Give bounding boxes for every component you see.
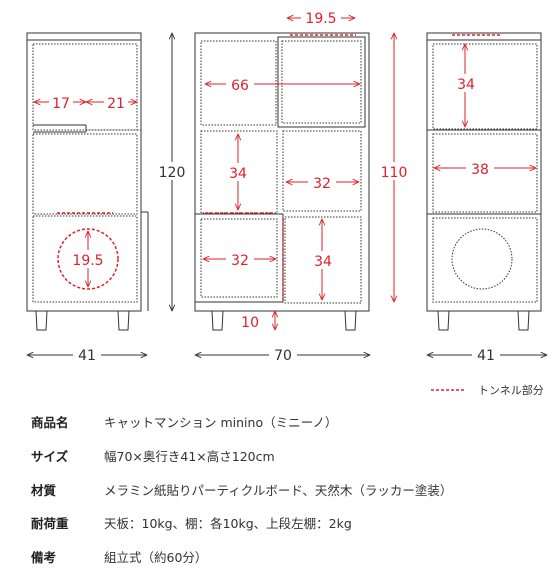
- spec-label: 備考: [31, 550, 57, 565]
- back-body-outline: [426, 32, 542, 312]
- spec-value: キャットマンション minino（ミニーノ）: [104, 415, 338, 430]
- side-top-left-label: 17: [52, 96, 70, 112]
- side-top-right-label: 21: [107, 96, 125, 112]
- legend: トンネル部分: [431, 383, 544, 395]
- side-lower-box: [32, 215, 138, 303]
- side-tunnel-label: 19.5: [72, 253, 103, 269]
- spec-row-name: 商品名 キャットマンション minino（ミニーノ）: [0, 412, 560, 432]
- spec-row-notes: 備考 組立式（約60分）: [0, 547, 560, 567]
- spec-value: 幅70×奥行き41×高さ120cm: [104, 449, 275, 464]
- back-round-opening: [451, 228, 513, 290]
- spec-row-size: サイズ 幅70×奥行き41×高さ120cm: [0, 446, 560, 466]
- spec-label: サイズ: [31, 449, 69, 464]
- front-cell-c-label: 32: [313, 176, 331, 192]
- side-tunnel-circle: [57, 228, 119, 290]
- side-leg-right: [117, 310, 130, 331]
- front-cell-d-label: 32: [231, 253, 249, 269]
- front-inner-height-label: 110: [381, 165, 408, 181]
- front-body-outline: [194, 32, 370, 312]
- front-leg-right: [344, 310, 357, 331]
- spec-row-load: 耐荷重 天板：10kg、棚：各10kg、上段左棚：2kg: [0, 513, 560, 533]
- side-depth-label: 41: [78, 348, 96, 364]
- back-leg-left: [437, 310, 450, 331]
- front-cell-top-right: [277, 36, 366, 128]
- side-middle-box: [32, 133, 138, 215]
- spec-value: 組立式（約60分）: [104, 550, 208, 565]
- front-height-label: 120: [159, 165, 186, 181]
- side-leg-left: [35, 310, 48, 331]
- legend-label: トンネル部分: [478, 383, 544, 395]
- side-body-outline: [26, 32, 142, 312]
- back-leg-right: [517, 310, 530, 331]
- side-view: [26, 32, 149, 331]
- side-upper-tunnel-box: [32, 43, 138, 131]
- back-upper-box: [432, 43, 538, 130]
- front-cell-mid-right: [282, 130, 362, 212]
- front-top-label: 19.5: [305, 11, 336, 27]
- front-cell-mid-left: [200, 130, 278, 214]
- back-depth-label: 41: [477, 348, 495, 364]
- back-view: [426, 32, 542, 331]
- front-leg-label: 10: [241, 315, 259, 331]
- spec-label: 材質: [31, 483, 57, 498]
- back-cell-a-label: 34: [457, 77, 475, 93]
- spec-value: メラミン紙貼りパーティクルボード、天然木（ラッカー塗装）: [104, 483, 453, 498]
- front-leg-left: [211, 310, 224, 331]
- spec-label: 商品名: [31, 415, 69, 430]
- front-cell-e-label: 34: [314, 254, 332, 270]
- spec-value: 天板：10kg、棚：各10kg、上段左棚：2kg: [104, 516, 352, 531]
- back-lower-box: [432, 217, 538, 303]
- back-cell-b-label: 38: [471, 162, 489, 178]
- back-middle-box: [432, 133, 538, 213]
- spec-row-material: 材質 メラミン紙貼りパーティクルボード、天然木（ラッカー塗装）: [0, 480, 560, 500]
- front-cell-a-label: 66: [231, 78, 249, 94]
- furniture-dimension-diagram: 19.5 17 21 41 19.5 66 34 32 32 34 10: [0, 9, 560, 395]
- front-width-label: 70: [274, 348, 292, 364]
- front-cell-b-label: 34: [229, 166, 247, 182]
- spec-label: 耐荷重: [31, 516, 69, 531]
